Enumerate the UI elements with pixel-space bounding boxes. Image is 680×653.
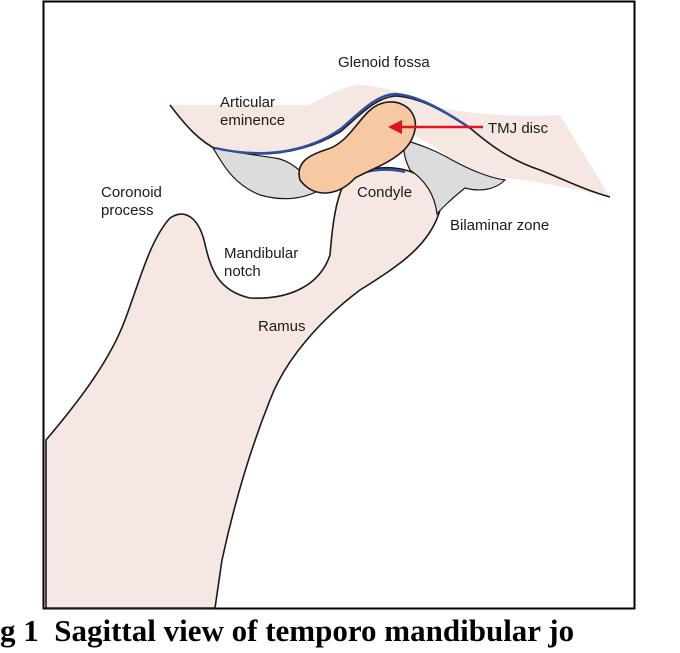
tmj-disc-arrowhead [388,120,402,134]
label-condyle: Condyle [357,184,412,201]
bilaminar-zone-tissue [403,139,507,216]
label-ramus: Ramus [258,318,306,335]
mandible-ramus [45,166,441,609]
figure-caption: g 1 Sagittal view of temporo mandibular … [0,613,574,648]
label-bilaminar-zone: Bilaminar zone [450,217,549,234]
label-articular-eminence-2: eminence [220,112,285,129]
label-coronoid-process-1: Coronoid [101,184,162,201]
tmj-disc-shape [298,101,416,194]
label-articular-eminence-1: Articular [220,94,275,111]
label-mandibular-notch-2: notch [224,263,261,280]
label-glenoid-fossa: Glenoid fossa [338,54,430,71]
articular-cartilage-upper [214,92,471,155]
temporal-bone [170,85,610,197]
label-coronoid-process-2: process [101,202,154,219]
label-tmj-disc: TMJ disc [488,120,549,137]
label-mandibular-notch-1: Mandibular [224,245,298,262]
